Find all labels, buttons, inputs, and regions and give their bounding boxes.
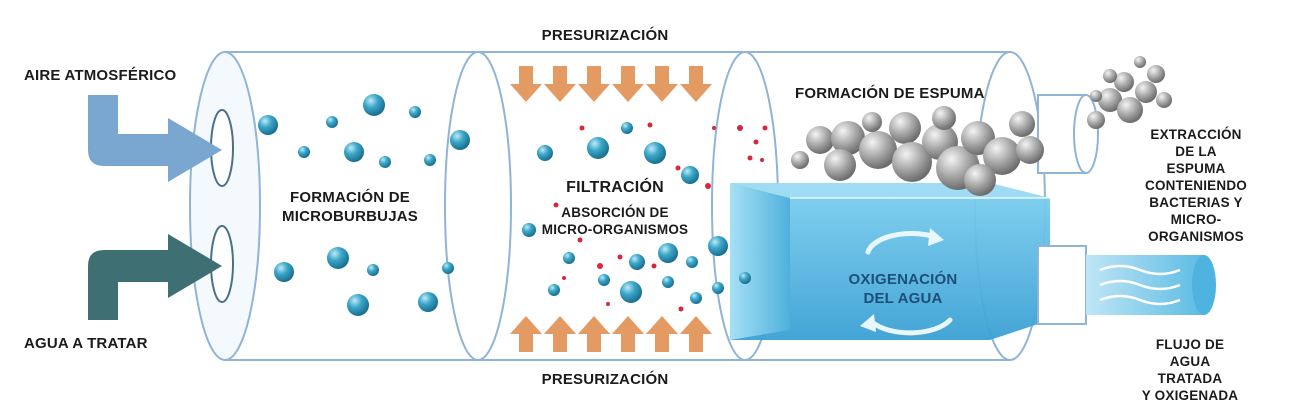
tank-bubble bbox=[739, 272, 751, 284]
circulation-arrows bbox=[865, 230, 953, 336]
water-tank bbox=[730, 183, 1050, 340]
label-presurizacion-top: PRESURIZACIÓN bbox=[541, 27, 669, 44]
label-filtracion: FILTRACIÓN bbox=[566, 179, 664, 196]
label-extraccion: EXTRACCIÓN DE LA ESPUMA CONTENIENDO BACT… bbox=[1145, 127, 1247, 244]
inlet-ports bbox=[210, 109, 234, 303]
label-oxigenacion: OXIGENACIÓN DEL AGUA bbox=[848, 271, 958, 307]
air-inlet-arrow bbox=[88, 95, 222, 182]
pressure-arrows-bottom bbox=[510, 316, 712, 352]
foam-cluster bbox=[791, 106, 1044, 196]
label-formacion-microburbujas: FORMACIÓN DE MICROBURBUJAS bbox=[282, 189, 418, 225]
micro-organisms bbox=[553, 122, 768, 312]
foam-extraction bbox=[1087, 56, 1172, 129]
water-outlet-pipe bbox=[1037, 245, 1216, 325]
label-formacion-espuma: FORMACIÓN DE ESPUMA bbox=[795, 85, 985, 102]
label-agua-a-tratar: AGUA A TRATAR bbox=[24, 335, 148, 352]
label-aire-atmosferico: AIRE ATMOSFÉRICO bbox=[24, 67, 177, 84]
label-flujo: FLUJO DE AGUA TRATADA Y OXIGENADA bbox=[1141, 337, 1239, 403]
cylinder-body bbox=[189, 51, 1046, 361]
label-absorcion: ABSORCIÓN DE MICRO-ORGANISMOS bbox=[541, 205, 689, 237]
pressure-arrows-top bbox=[510, 66, 712, 102]
microbubbles-zone-1 bbox=[258, 94, 470, 316]
foam-outlet-pipe bbox=[1037, 94, 1099, 174]
water-inlet-arrow bbox=[88, 234, 222, 320]
label-presurizacion-bottom: PRESURIZACIÓN bbox=[541, 371, 669, 388]
